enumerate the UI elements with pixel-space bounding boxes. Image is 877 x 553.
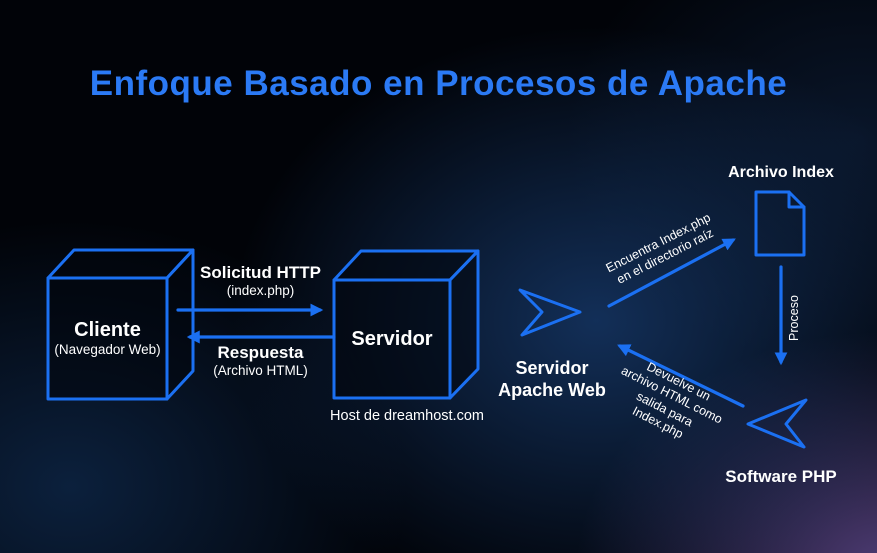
apache-label-line1: Servidor [515,358,589,378]
server-node-label: Servidor [334,280,450,398]
php-chevron-left-icon [746,398,808,449]
index-file-document-icon [754,190,806,257]
diagram-title: Enfoque Basado en Procesos de Apache [89,64,788,103]
apache-chevron-right-icon [518,288,582,337]
request-detail: (index.php) [226,283,295,299]
client-cube-icon [46,248,195,401]
return-html-arrow [617,344,745,408]
find-index-arrow [607,238,736,308]
response-title: Respuesta [217,343,304,362]
request-title: Solicitud HTTP [200,263,321,282]
request-edge-label: Solicitud HTTP (index.php) [183,263,338,300]
client-name: Cliente [74,318,141,341]
response-detail: (Archivo HTML) [213,363,308,379]
process-edge-label: Proceso [787,295,801,341]
server-host-caption: Host de dreamhost.com [330,408,484,424]
php-node-title: Software PHP [725,467,837,486]
client-node-label: Cliente (Navegador Web) [48,278,167,399]
apache-label-line2: Apache Web [498,380,606,400]
response-edge-label: Respuesta (Archivo HTML) [183,343,338,380]
client-detail: (Navegador Web) [54,341,161,357]
apache-node-label: Servidor Apache Web [490,357,614,401]
server-name: Servidor [351,327,433,350]
index-file-title: Archivo Index [728,164,834,181]
server-cube-icon [332,249,480,400]
